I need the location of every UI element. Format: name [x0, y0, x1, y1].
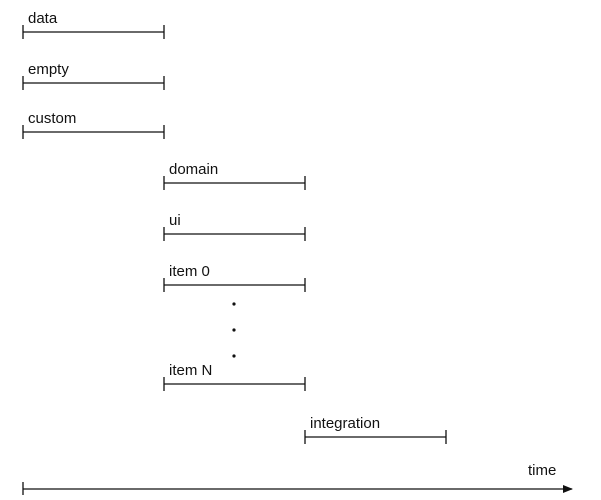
- time-axis-label: time: [528, 462, 556, 479]
- segment-integration: integration: [304, 415, 447, 444]
- segment-domain: domain: [163, 161, 306, 190]
- time-axis: time: [22, 462, 573, 495]
- ellipsis-dot: [232, 302, 236, 306]
- ellipsis-dot: [232, 354, 236, 358]
- segment-label: ui: [169, 212, 181, 229]
- segment-label: domain: [169, 161, 218, 178]
- segment-label: item 0: [169, 263, 210, 280]
- segment-label: empty: [28, 61, 69, 78]
- segment-label: custom: [28, 110, 76, 127]
- segment-custom: custom: [22, 110, 165, 139]
- segment-item-0: item 0: [163, 263, 306, 292]
- ellipsis-dots: [232, 302, 236, 358]
- segments-layer: data empty custom domain ui item 0 item N integ…: [22, 10, 447, 444]
- ellipsis-dot: [232, 328, 236, 332]
- segment-ui: ui: [163, 212, 306, 241]
- segment-item-n: item N: [163, 362, 306, 391]
- segment-data: data: [22, 10, 165, 39]
- segment-empty: empty: [22, 61, 165, 90]
- segment-label: item N: [169, 362, 212, 379]
- segment-label: integration: [310, 415, 380, 432]
- segment-label: data: [28, 10, 58, 27]
